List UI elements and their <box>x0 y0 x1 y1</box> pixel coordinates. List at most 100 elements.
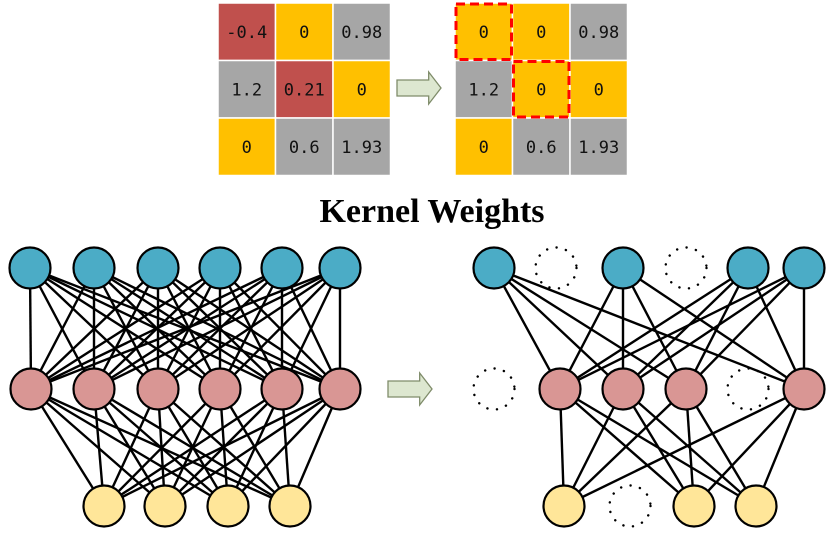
matrix-cell-value: -0.4 <box>226 23 267 43</box>
neuron-top <box>601 246 645 290</box>
neuron-top <box>782 246 826 290</box>
network-before <box>8 246 362 528</box>
connection-line <box>562 388 625 507</box>
matrix-cell <box>569 2 629 62</box>
connection-line <box>622 267 805 390</box>
matrix-cell-value: 0.98 <box>341 23 382 43</box>
neuron-bottom <box>206 484 250 528</box>
neuron-top <box>136 246 180 290</box>
matrix-cell <box>274 117 334 177</box>
connection-line <box>492 267 562 390</box>
connection-line <box>157 267 341 390</box>
connection-line <box>103 388 221 507</box>
connection-line <box>684 388 758 507</box>
connection-line <box>621 388 696 507</box>
neuron-bottom <box>268 484 312 528</box>
matrix-cell <box>511 117 571 177</box>
connection-line <box>30 267 159 390</box>
matrix-cell-value: 0.6 <box>289 138 320 158</box>
pruned-neuron-bottom <box>608 484 652 528</box>
neuron-middle <box>136 367 180 411</box>
connection-line <box>164 388 341 507</box>
matrix-cell <box>454 117 514 177</box>
right-arrow-icon <box>387 371 433 407</box>
matrix-cell-value: 0.6 <box>526 138 557 158</box>
connection-line <box>746 267 806 390</box>
pruned-neuron-top <box>534 246 578 290</box>
matrix-cell-value: 0 <box>242 138 252 158</box>
network-after <box>472 246 826 528</box>
matrix-cell-value: 0 <box>479 138 489 158</box>
matrix-cell-value: 1.2 <box>231 80 262 100</box>
neuron-top <box>726 246 770 290</box>
arrows <box>387 70 442 407</box>
neuron-bottom <box>672 484 716 528</box>
connection-line <box>227 388 341 507</box>
connection-line <box>558 267 625 390</box>
matrix-cell-value: 1.93 <box>578 138 619 158</box>
matrix-cell <box>217 2 277 62</box>
connection-line <box>30 266 283 391</box>
matrix-cell-value: 0 <box>299 23 309 43</box>
neuron-middle <box>198 367 242 411</box>
diagram-title: Kernel Weights <box>319 193 544 230</box>
matrix-cell-value: 0 <box>594 80 604 100</box>
connection-line <box>219 267 341 390</box>
kernel-matrix-before: -0.4 0 0.98 1.2 0.21 0 0 0.6 1.93 <box>217 2 392 177</box>
neuron-top <box>260 246 304 290</box>
matrix-cell-value: 0 <box>536 23 546 43</box>
connection-line <box>30 266 221 391</box>
matrix-cell <box>454 2 514 62</box>
matrix-cell <box>511 59 571 119</box>
neuron-middle <box>538 367 582 411</box>
neuron-bottom <box>82 484 126 528</box>
neuron-middle <box>260 367 304 411</box>
connection-line <box>92 388 167 507</box>
right-arrow-icon <box>396 70 442 106</box>
neuron-top <box>8 246 52 290</box>
matrix-cell <box>332 59 392 119</box>
connection-line <box>103 387 283 508</box>
neuron-middle <box>782 367 826 411</box>
neuron-middle <box>72 367 116 411</box>
connection-line <box>29 388 106 507</box>
neuron-top <box>72 246 116 290</box>
matrix-cell-value: 1.93 <box>341 138 382 158</box>
neuron-bottom <box>542 484 586 528</box>
neuron-middle <box>601 367 645 411</box>
matrix-cell-value: 1.2 <box>468 80 499 100</box>
neuron-bottom <box>734 484 778 528</box>
connection-line <box>157 267 283 390</box>
connection-line <box>29 267 96 390</box>
matrix-cell <box>274 2 334 62</box>
neuron-bottom <box>143 484 187 528</box>
connection-line <box>493 266 805 391</box>
connection-line <box>563 388 687 507</box>
matrix-cell-value: 0 <box>357 80 367 100</box>
pruned-neuron-top <box>664 246 708 290</box>
neuron-middle <box>664 367 708 411</box>
connection-line <box>93 266 341 391</box>
connection-line <box>103 387 341 508</box>
matrix-cell <box>569 117 629 177</box>
matrix-cell-value: 0.21 <box>284 80 325 100</box>
connection-line <box>563 387 805 508</box>
connection-line <box>693 388 805 507</box>
connection-line <box>559 266 805 391</box>
connection-line <box>559 266 749 391</box>
matrix-cell <box>332 117 392 177</box>
connection-line <box>559 388 695 507</box>
matrix-cell-value: 0.98 <box>578 23 619 43</box>
connection-line <box>622 267 749 390</box>
connection-line <box>684 267 750 390</box>
matrix-cell-value: 0 <box>536 80 546 100</box>
connection-line <box>685 267 805 390</box>
pruned-neuron-middle <box>472 367 516 411</box>
neuron-middle <box>318 367 362 411</box>
neuron-middle <box>9 367 53 411</box>
matrix-cell-value: 0 <box>479 23 489 43</box>
kernel-matrix-after: 0 0 0.98 1.2 0 0 0 0.6 1.93 <box>454 2 629 177</box>
connection-line <box>280 267 342 390</box>
neuron-top <box>198 246 242 290</box>
